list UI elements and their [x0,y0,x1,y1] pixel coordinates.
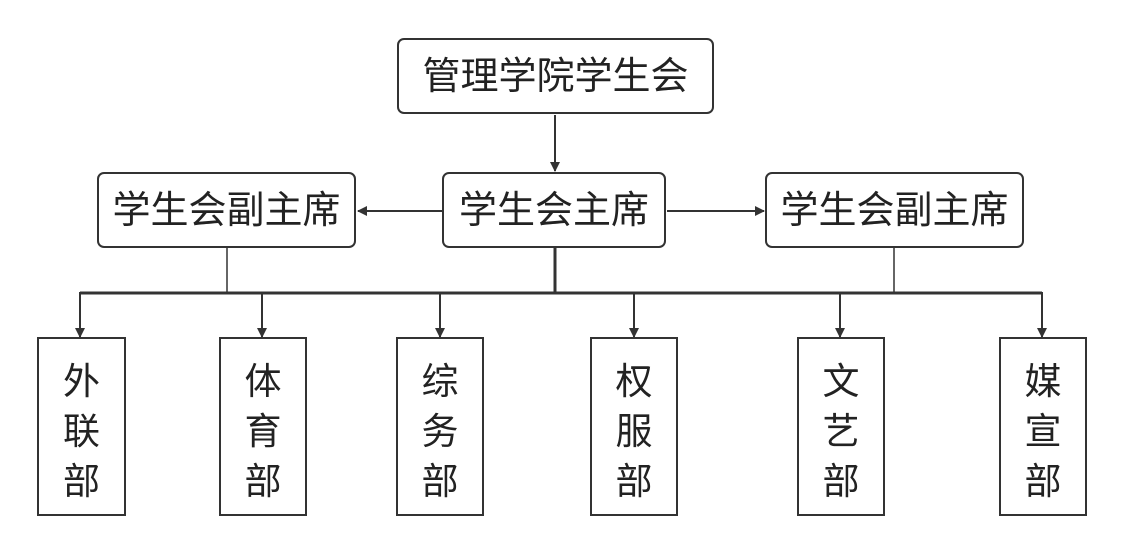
node-vice-left-label: 学生会副主席 [112,188,340,232]
dept-char: 育 [245,410,282,453]
dept-char: 部 [63,460,100,503]
node-dept-tiyu: 体 育 部 [219,337,307,516]
node-dept-quanfu: 权 服 部 [590,337,678,516]
node-root-label: 管理学院学生会 [422,54,688,98]
node-chair: 学生会主席 [442,172,666,248]
dept-char: 部 [422,460,459,503]
dept-char: 务 [422,410,459,453]
dept-char: 服 [616,410,653,453]
node-dept-meixuan: 媒 宣 部 [999,337,1087,516]
dept-char: 联 [63,410,100,453]
dept-char: 部 [245,460,282,503]
dept-char: 体 [245,360,282,403]
dept-char: 媒 [1025,360,1062,403]
node-vice-right: 学生会副主席 [765,172,1024,248]
node-dept-zongwu: 综 务 部 [396,337,484,516]
connectors [75,115,1047,338]
dept-char: 综 [422,360,459,403]
node-dept-waillian: 外 联 部 [37,337,126,516]
dept-char: 文 [823,360,860,403]
node-chair-label: 学生会主席 [459,188,649,232]
node-vice-left: 学生会副主席 [97,172,356,248]
node-vice-right-label: 学生会副主席 [780,188,1008,232]
dept-char: 权 [616,360,653,403]
dept-char: 艺 [823,410,860,453]
node-root: 管理学院学生会 [397,38,714,114]
dept-char: 部 [616,460,653,503]
node-dept-wenyi: 文 艺 部 [797,337,885,516]
dept-char: 部 [1025,460,1062,503]
dept-char: 外 [63,360,100,403]
dept-char: 部 [823,460,860,503]
dept-char: 宣 [1025,410,1062,453]
